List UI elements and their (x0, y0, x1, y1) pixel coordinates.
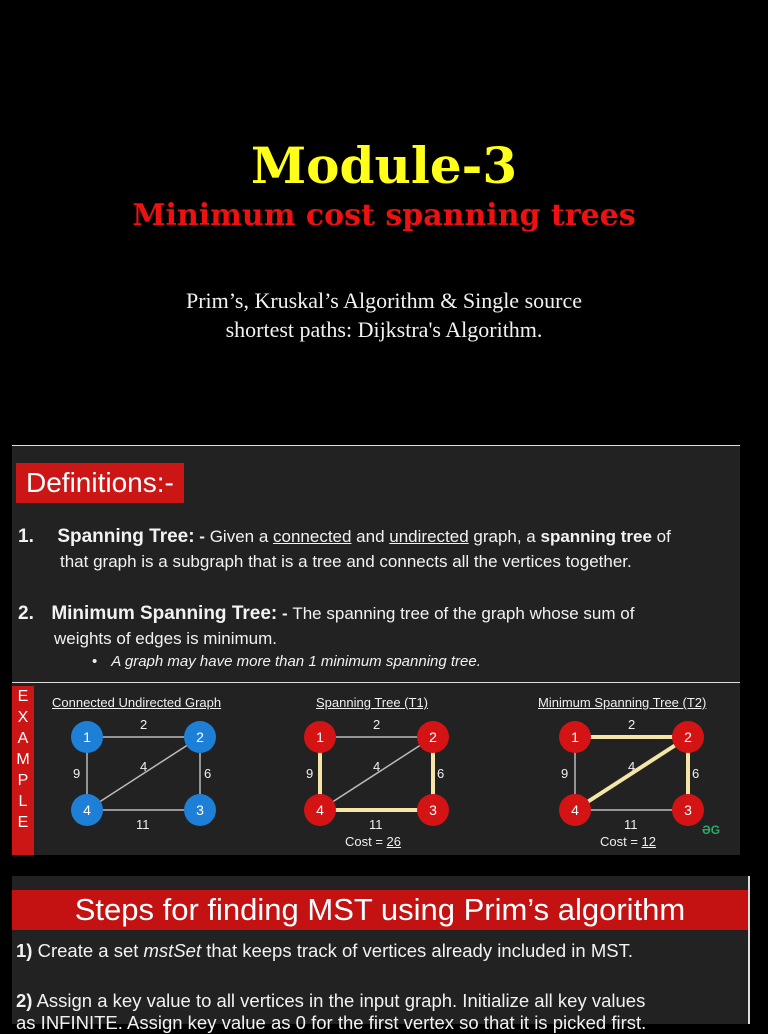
text: and (351, 527, 390, 546)
edge-weight: 6 (692, 766, 699, 781)
definition-number: 1. (18, 526, 34, 547)
node-label: 2 (684, 729, 692, 745)
text: Given a (209, 527, 273, 546)
definition-term: Spanning Tree: (57, 526, 195, 547)
graph-title-minimum-spanning-tree-t2: Minimum Spanning Tree (T2) (538, 695, 707, 710)
node-label: 4 (571, 802, 579, 818)
definition-bullet: • A graph may have more than 1 minimum sp… (92, 653, 481, 670)
edge-weight: 11 (624, 817, 638, 832)
edge-weight: 2 (140, 717, 147, 732)
step-number: 1) (16, 940, 33, 961)
side-letter: L (18, 793, 28, 810)
dash: - (277, 604, 293, 623)
step-text: that keeps track of vertices already inc… (201, 940, 633, 961)
description-line-1: Prim’s, Kruskal’s Algorithm & Single sou… (186, 288, 582, 313)
node-label: 4 (83, 802, 91, 818)
text: The spanning tree of the graph whose sum… (292, 604, 635, 623)
graph-spanning-tree-t1: 2 9 4 6 11 1 2 3 4 (304, 717, 449, 832)
bullet-text: A graph may have more than 1 minimum spa… (111, 653, 481, 670)
prim-step-1: 1) Create a set mstSet that keeps track … (16, 940, 633, 962)
bullet-dot-icon: • (92, 653, 98, 670)
definition-spanning-tree: 1. Spanning Tree: - Given a connected an… (18, 524, 738, 574)
node-label: 3 (196, 802, 204, 818)
graph-connected-undirected: 2 9 4 6 11 1 2 3 4 (71, 717, 216, 832)
node-label: 2 (196, 729, 204, 745)
definitions-header: Definitions:- (16, 463, 184, 503)
edge-weight: 11 (369, 817, 383, 832)
graph-minimum-spanning-tree-t2: 2 9 4 6 11 1 2 3 4 (559, 717, 704, 832)
underlined-undirected: undirected (389, 527, 469, 546)
edge-weight: 4 (628, 759, 635, 774)
edge-weight: 2 (628, 717, 635, 732)
example-slide: E X A M P L E Connected Undirected Graph… (12, 682, 740, 855)
definitions-slide: Definitions:- 1. Spanning Tree: - Given … (12, 445, 740, 686)
title-slide: Module-3 Minimum cost spanning trees Pri… (0, 0, 768, 440)
side-letter: E (17, 688, 29, 705)
edge-weight: 6 (437, 766, 444, 781)
edge-weight: 9 (561, 766, 568, 781)
cost-t1: Cost = 26 (345, 834, 401, 849)
side-letter: P (17, 772, 29, 789)
step-number: 2) (16, 990, 33, 1011)
underlined-connected: connected (273, 527, 352, 546)
bold-spanning-tree: spanning tree (540, 527, 652, 546)
example-side-label: E X A M P L E (12, 686, 34, 855)
node-label: 1 (571, 729, 579, 745)
definition-line-2: that graph is a subgraph that is a tree … (60, 552, 632, 571)
side-letter: E (17, 814, 29, 831)
node-label: 3 (429, 802, 437, 818)
graph-title-connected-undirected: Connected Undirected Graph (52, 695, 222, 710)
definition-line-2: weights of edges is minimum. (54, 629, 277, 648)
step-text: Assign a key value to all vertices in th… (32, 990, 646, 1011)
step-text: Create a set (32, 940, 144, 961)
node-label: 4 (316, 802, 324, 818)
side-letter: A (17, 730, 29, 747)
definition-number: 2. (18, 603, 34, 624)
cost-label: Cost = (600, 834, 642, 849)
text: graph, a (468, 527, 541, 546)
prim-header: Steps for finding MST using Prim’s algor… (12, 890, 748, 930)
graph-title-spanning-tree-t1: Spanning Tree (T1) (316, 695, 429, 710)
cost-t2: Cost = 12 (600, 834, 656, 849)
edge-weight: 6 (204, 766, 211, 781)
edge-weight: 11 (136, 817, 150, 832)
module-description: Prim’s, Kruskal’s Algorithm & Single sou… (0, 286, 768, 344)
module-title: Module-3 (250, 136, 518, 195)
node-label: 1 (83, 729, 91, 745)
module-subtitle: Minimum cost spanning trees (132, 198, 636, 233)
definition-minimum-spanning-tree: 2. Minimum Spanning Tree: - The spanning… (18, 601, 738, 651)
edge-weight: 2 (373, 717, 380, 732)
node-label: 1 (316, 729, 324, 745)
definition-term: Minimum Spanning Tree: (51, 603, 278, 624)
edge-weight: 9 (306, 766, 313, 781)
edge-weight: 4 (373, 759, 380, 774)
node-label: 3 (684, 802, 692, 818)
description-line-2: shortest paths: Dijkstra's Algorithm. (225, 317, 543, 342)
side-letter: M (16, 751, 30, 768)
cost-label: Cost = (345, 834, 387, 849)
edge-weight: 4 (140, 759, 147, 774)
dash: - (194, 527, 210, 546)
step-text-line-2: as INFINITE. Assign key value as 0 for t… (16, 1012, 647, 1033)
step-italic-term: mstSet (143, 940, 202, 961)
cost-value: 12 (641, 834, 657, 849)
cost-value: 26 (386, 834, 402, 849)
prim-step-2: 2) Assign a key value to all vertices in… (16, 990, 646, 1034)
text: of (651, 527, 671, 546)
geeksforgeeks-logo-icon: ƏG (702, 823, 721, 837)
edge-weight: 9 (73, 766, 80, 781)
prim-steps-slide: Steps for finding MST using Prim’s algor… (12, 876, 750, 1033)
side-letter: X (17, 709, 29, 726)
node-label: 2 (429, 729, 437, 745)
